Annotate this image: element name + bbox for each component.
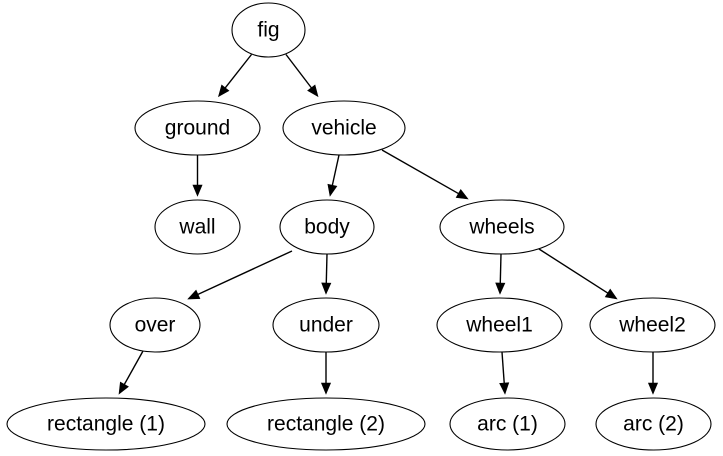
node-under[interactable]: under: [272, 297, 380, 353]
edge-line: [325, 253, 328, 284]
edge-arrowhead-icon: [307, 84, 319, 98]
node-wall[interactable]: wall: [154, 199, 241, 255]
edge-fig-to-ground: [218, 54, 253, 98]
node-label: wheel2: [618, 314, 686, 337]
node-ellipse-shape[interactable]: [226, 397, 426, 451]
node-label: wheels: [468, 216, 534, 239]
edge-arrowhead-icon: [495, 282, 506, 295]
node-ellipse-shape[interactable]: [231, 2, 306, 58]
node-label: wall: [178, 216, 215, 239]
edge-arrowhead-icon: [604, 288, 618, 300]
node-rectangle2[interactable]: rectangle (2): [226, 397, 426, 451]
edge-ground-to-wall: [192, 155, 203, 197]
node-wheels[interactable]: wheels: [439, 199, 565, 255]
node-ellipse-shape[interactable]: [109, 297, 201, 353]
node-label: fig: [257, 19, 279, 42]
edge-line: [499, 253, 502, 284]
nodes-layer: fig ground vehicle wall body wheels over under w…: [6, 2, 716, 451]
edge-vehicle-to-body: [327, 154, 340, 197]
edge-fig-to-vehicle: [285, 54, 319, 98]
node-arc2[interactable]: arc (2): [595, 397, 712, 451]
edge-arrowhead-icon: [192, 184, 203, 197]
node-ellipse-shape[interactable]: [589, 297, 716, 353]
node-label: rectangle (2): [267, 413, 385, 436]
edge-body-to-over: [187, 250, 293, 300]
edge-line: [501, 351, 505, 384]
node-arc1[interactable]: arc (1): [449, 397, 566, 451]
edge-arrowhead-icon: [320, 382, 332, 395]
edge-line: [331, 154, 340, 186]
node-ellipse-shape[interactable]: [154, 199, 241, 255]
edge-arrowhead-icon: [321, 282, 332, 295]
node-fig[interactable]: fig: [231, 2, 306, 58]
edge-arrowhead-icon: [218, 84, 230, 98]
node-label: vehicle: [311, 117, 376, 140]
edge-wheels-to-wheel2: [538, 248, 618, 300]
edge-under-to-rectangle2: [320, 352, 332, 395]
node-over[interactable]: over: [109, 297, 201, 353]
node-wheel1[interactable]: wheel1: [436, 297, 563, 353]
node-ellipse-shape[interactable]: [449, 397, 566, 451]
node-label: over: [135, 314, 176, 337]
node-ellipse-shape[interactable]: [595, 397, 712, 451]
node-label: ground: [165, 117, 230, 140]
node-label: arc (2): [623, 413, 684, 436]
node-vehicle[interactable]: vehicle: [282, 100, 406, 156]
node-ellipse-shape[interactable]: [279, 199, 375, 255]
node-ground[interactable]: ground: [134, 100, 261, 156]
edge-line: [538, 248, 609, 294]
edges-layer: [118, 54, 659, 395]
edge-line: [197, 250, 293, 296]
edge-over-to-rectangle1: [118, 350, 144, 395]
node-ellipse-shape[interactable]: [272, 297, 380, 353]
node-body[interactable]: body: [279, 199, 375, 255]
node-ellipse-shape[interactable]: [6, 397, 206, 451]
edge-body-to-under: [321, 253, 332, 295]
edge-wheels-to-wheel1: [495, 253, 506, 295]
node-ellipse-shape[interactable]: [439, 199, 565, 255]
edge-wheel2-to-arc2: [647, 352, 659, 395]
node-ellipse-shape[interactable]: [436, 297, 563, 353]
edge-line: [224, 54, 253, 89]
edge-arrowhead-icon: [499, 382, 510, 395]
edge-line: [123, 350, 144, 385]
node-label: arc (1): [477, 413, 538, 436]
node-label: wheel1: [465, 314, 533, 337]
node-label: under: [299, 314, 353, 337]
node-ellipse-shape[interactable]: [282, 100, 406, 156]
edge-wheel1-to-arc1: [499, 351, 510, 395]
node-wheel2[interactable]: wheel2: [589, 297, 716, 353]
node-rectangle1[interactable]: rectangle (1): [6, 397, 206, 451]
node-ellipse-shape[interactable]: [134, 100, 261, 156]
edge-arrowhead-icon: [455, 189, 469, 200]
edge-vehicle-to-wheels: [381, 149, 469, 200]
edge-line: [285, 54, 312, 89]
edge-arrowhead-icon: [187, 289, 201, 300]
edge-arrowhead-icon: [327, 183, 338, 197]
edge-arrowhead-icon: [118, 381, 129, 395]
edge-arrowhead-icon: [647, 382, 659, 395]
node-label: body: [304, 216, 350, 239]
edge-line: [381, 149, 459, 195]
node-label: rectangle (1): [47, 413, 165, 436]
